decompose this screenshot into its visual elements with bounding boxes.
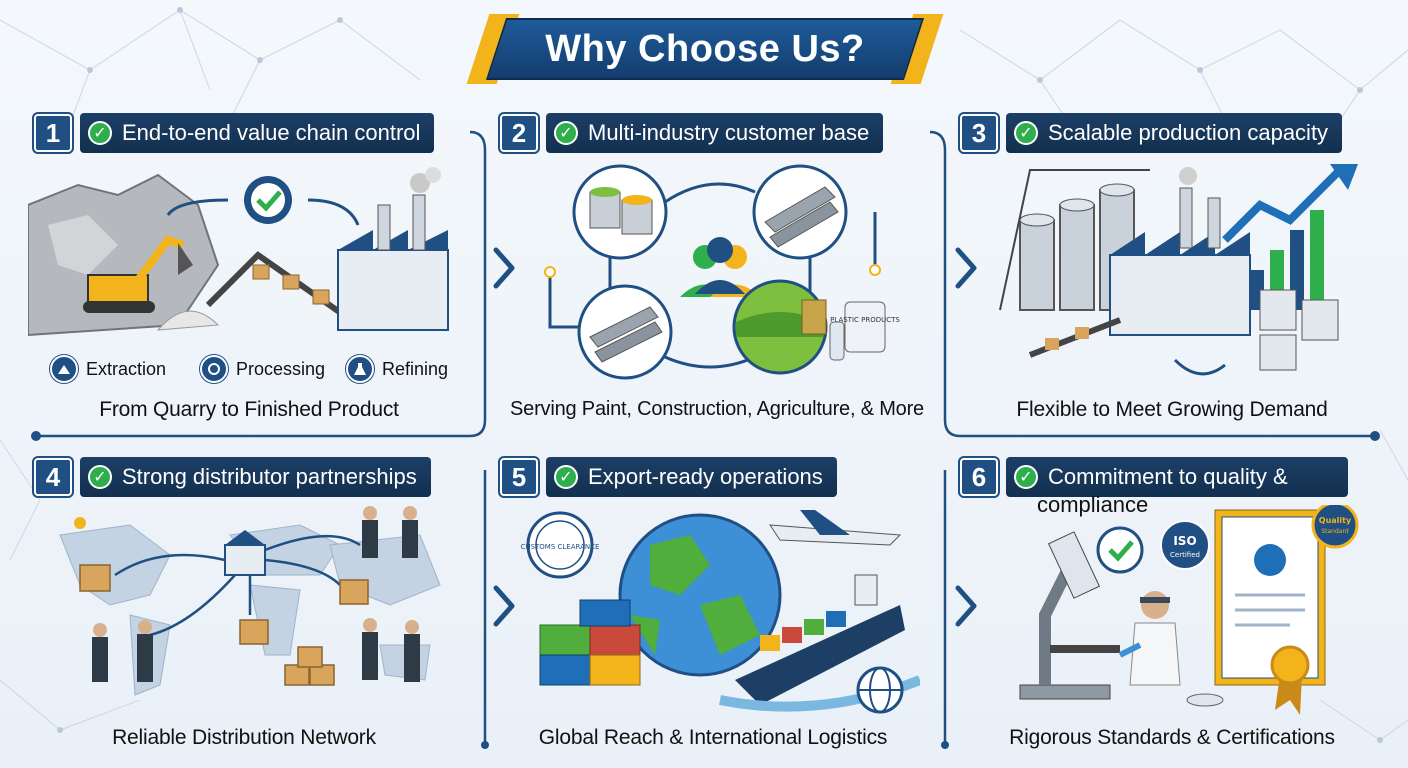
factory-icon xyxy=(337,167,449,331)
chevron-right-icon xyxy=(493,585,515,627)
plastic-products-icon: PLASTIC PRODUCTS xyxy=(829,301,900,361)
panel-2-caption: Serving Paint, Construction, Agriculture… xyxy=(510,398,924,420)
airplane-icon xyxy=(769,510,902,546)
scientist-icon xyxy=(1118,591,1181,686)
check-icon: ✓ xyxy=(1014,465,1038,489)
panel-6-heading-wrap: compliance xyxy=(1037,492,1149,517)
conveyor-belt-icon xyxy=(1028,317,1122,358)
panel-2-heading-bar: ✓ Multi-industry customer base xyxy=(546,113,884,153)
paint-cans-icon xyxy=(572,164,668,260)
quality-lab-illustration: ISO Certified Quality Standard xyxy=(1019,505,1359,715)
certificate-icon xyxy=(1214,509,1326,686)
panel-5-heading-bar: ✓ Export-ready operations xyxy=(546,457,837,497)
panel-6-header: 6 ✓ Commitment to quality & xyxy=(960,456,1348,498)
chevron-right-icon xyxy=(493,247,515,289)
panel-3-heading: Scalable production capacity xyxy=(1048,120,1329,145)
plastic-products-label: PLASTIC PRODUCTS xyxy=(830,316,900,324)
steel-bars-icon xyxy=(577,284,673,380)
machinery-icon xyxy=(1259,289,1339,371)
production-facility-illustration xyxy=(999,164,1358,376)
panel-1-header: 1 ✓ End-to-end value chain control xyxy=(34,112,435,154)
panel-4-heading-bar: ✓ Strong distributor partnerships xyxy=(80,457,431,497)
panel-2-number: 2 xyxy=(500,114,538,152)
package-icon xyxy=(79,564,369,686)
page-title: Why Choose Us? xyxy=(545,27,865,70)
panel-2-heading: Multi-industry customer base xyxy=(588,120,870,145)
badge-check-icon xyxy=(244,176,292,224)
quality-standard-badge-icon: Quality Standard xyxy=(1311,505,1359,549)
export-logistics-illustration: CUSTOMS CLEARANCE xyxy=(521,510,920,714)
customs-stamp-icon: CUSTOMS CLEARANCE xyxy=(521,511,600,579)
panel-3-caption: Flexible to Meet Growing Demand xyxy=(1016,398,1328,421)
panel-1-heading-bar: ✓ End-to-end value chain control xyxy=(80,113,435,153)
panel-5-heading: Export-ready operations xyxy=(588,464,823,489)
check-icon: ✓ xyxy=(88,465,112,489)
step-extraction: Extraction xyxy=(50,355,166,383)
step-refining: Refining xyxy=(346,355,448,383)
check-icon: ✓ xyxy=(1014,121,1038,145)
agriculture-icon xyxy=(732,279,828,375)
panel-1-heading: End-to-end value chain control xyxy=(122,120,421,145)
customs-stamp-label: CUSTOMS CLEARANCE xyxy=(521,543,600,551)
conveyor-belt-icon xyxy=(205,251,360,328)
panel-5-number: 5 xyxy=(500,458,538,496)
panel-1-caption: From Quarry to Finished Product xyxy=(99,398,399,421)
flask-icon xyxy=(346,355,374,383)
quarry-to-factory-illustration xyxy=(28,167,449,337)
panel-3-heading-bar: ✓ Scalable production capacity xyxy=(1006,113,1343,153)
petri-dish-icon xyxy=(1186,693,1224,707)
panel-6-caption: Rigorous Standards & Certifications xyxy=(1009,726,1335,749)
iso-certified-icon: ISO Certified xyxy=(1160,520,1210,570)
panel-5-caption: Global Reach & International Logistics xyxy=(538,726,888,749)
check-icon: ✓ xyxy=(554,121,578,145)
check-bubble-icon xyxy=(1096,526,1144,574)
shipping-containers-icon xyxy=(539,599,641,686)
check-icon: ✓ xyxy=(88,121,112,145)
panel-3-number: 3 xyxy=(960,114,998,152)
quality-label: Quality xyxy=(1319,516,1352,525)
standard-label: Standard xyxy=(1321,528,1348,535)
globe-network-icon xyxy=(856,666,904,714)
panel-3-header: 3 ✓ Scalable production capacity xyxy=(960,112,1343,154)
globe-icon xyxy=(618,513,782,677)
panel-4-caption: Reliable Distribution Network xyxy=(112,726,376,749)
title-banner: Why Choose Us? xyxy=(466,14,944,84)
iso-certified-label: Certified xyxy=(1170,551,1200,559)
panel-1-number: 1 xyxy=(34,114,72,152)
extraction-icon xyxy=(50,355,78,383)
gold-seal-icon xyxy=(1270,645,1310,715)
distribution-map-illustration xyxy=(59,506,441,696)
panel-6-number: 6 xyxy=(960,458,998,496)
panel-4-header: 4 ✓ Strong distributor partnerships xyxy=(34,456,431,498)
processing-icon xyxy=(200,355,228,383)
chevron-right-icon xyxy=(955,247,977,289)
steel-beams-icon xyxy=(752,164,848,260)
panel-6-heading: Commitment to quality & xyxy=(1048,464,1288,489)
panel-6-heading-bar: ✓ Commitment to quality & xyxy=(1006,457,1348,497)
people-group-icon xyxy=(680,237,760,297)
location-pin-icon xyxy=(74,517,86,529)
handshake-people-icon xyxy=(92,506,420,682)
panel-2-header: 2 ✓ Multi-industry customer base xyxy=(500,112,884,154)
customer-base-cycle-illustration: PLASTIC PRODUCTS xyxy=(544,164,900,380)
excavator-icon xyxy=(83,235,193,313)
step-processing: Processing xyxy=(200,355,325,383)
iso-label: ISO xyxy=(1173,534,1196,548)
cargo-ship-icon xyxy=(735,574,905,705)
chevron-right-icon xyxy=(955,585,977,627)
panel-4-number: 4 xyxy=(34,458,72,496)
panel-5-header: 5 ✓ Export-ready operations xyxy=(500,456,837,498)
check-icon: ✓ xyxy=(554,465,578,489)
microscope-icon xyxy=(1019,531,1120,700)
panel-4-heading: Strong distributor partnerships xyxy=(122,464,417,489)
factory-icon xyxy=(1109,167,1251,336)
